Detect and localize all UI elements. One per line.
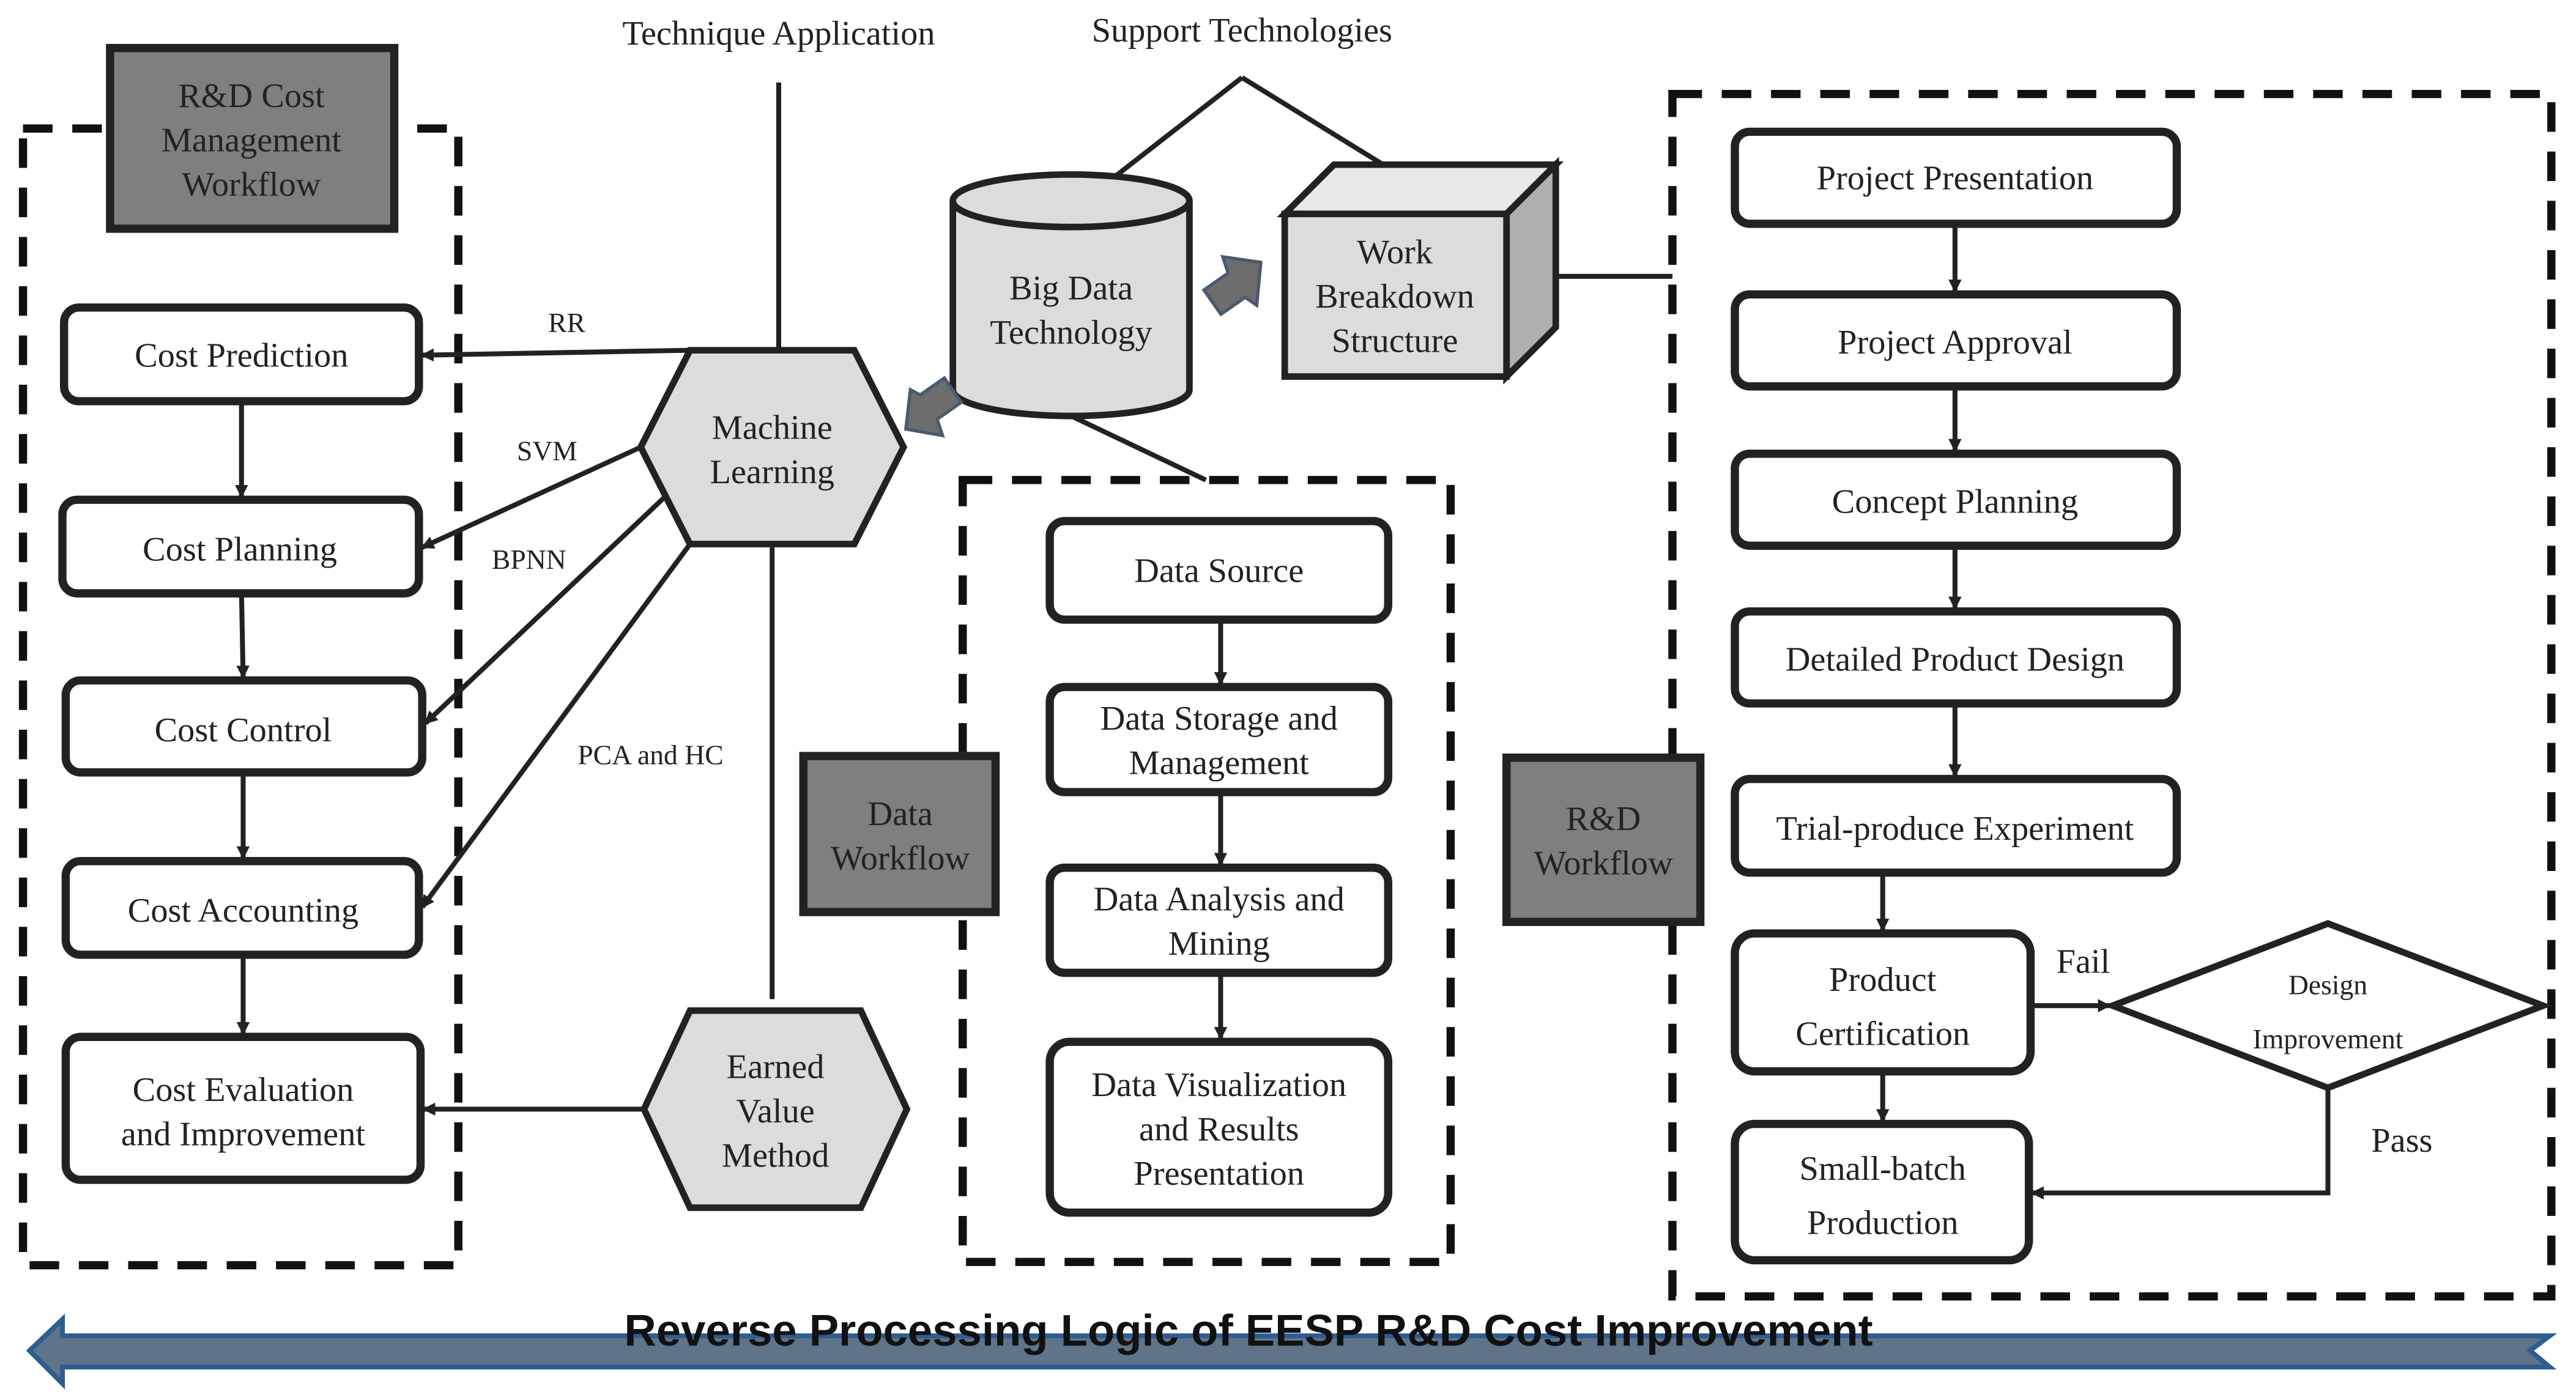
product-certification-label: Certification: [1795, 1015, 1970, 1053]
cost-accounting-label: Cost Accounting: [128, 892, 358, 930]
rr-label: RR: [548, 307, 585, 338]
rd-workflow-border: [1668, 89, 2556, 1301]
big-data-cylinder-top: [949, 171, 1193, 231]
rd-workflow-title-line: R&D: [1566, 800, 1641, 838]
cost-planning-box: [58, 495, 423, 598]
wbs-to-bigdata-arrow: [1201, 254, 1263, 317]
wbs-cube-front: [1281, 210, 1510, 380]
data-visualization-label: Presentation: [1134, 1155, 1304, 1193]
data-storage-label: Management: [1129, 744, 1310, 782]
data-workflow-panel: Data Workflow Data Source Data Storage a…: [799, 476, 1455, 1266]
support-technologies-group: Big Data Technology Work Breakdown Struc…: [904, 75, 1672, 483]
design-improvement-label: Improvement: [2253, 1023, 2403, 1054]
rr-arrow: [420, 347, 691, 362]
project-approval-label: Project Approval: [1838, 324, 2073, 361]
technique-application-label: Technique Application: [622, 15, 935, 53]
big-data-label: Technology: [990, 314, 1152, 352]
trial-produce-box: [1731, 774, 2181, 877]
design-improvement-diamond: [2103, 920, 2553, 1092]
cost-workflow-title-line: R&D Cost: [178, 77, 325, 115]
bpnn-label: BPNN: [492, 544, 566, 575]
data-visualization-label: and Results: [1139, 1110, 1299, 1148]
design-improvement-label: Design: [2288, 969, 2367, 1000]
data-analysis-label: Data Analysis and: [1094, 880, 1345, 918]
detailed-design-label: Detailed Product Design: [1786, 640, 2125, 678]
machine-learning-hexagon: [637, 347, 908, 547]
flow-arrow: [236, 593, 250, 679]
concept-planning-label: Concept Planning: [1832, 483, 2078, 521]
data-workflow-title-line: Data: [867, 795, 932, 833]
pass-arrow: [2030, 1088, 2331, 1200]
data-analysis-label: Mining: [1168, 925, 1270, 963]
reverse-logic-arrow-shape: [26, 1313, 2558, 1390]
pca-hc-arrow: [420, 543, 692, 909]
project-presentation-label: Project Presentation: [1817, 159, 2093, 197]
cost-workflow-title-line: Workflow: [182, 166, 321, 204]
data-visualization-label: Data Visualization: [1091, 1066, 1346, 1104]
rd-workflow-panel: R&D Workflow Project Presentation Projec…: [1502, 89, 2556, 1301]
wbs-label: Breakdown: [1315, 278, 1474, 316]
earned-value-label: Earned: [727, 1048, 825, 1086]
cost-evaluation-label: and Improvement: [121, 1115, 366, 1153]
fail-label: Fail: [2056, 943, 2110, 980]
bigdata-to-ml-arrow: [904, 376, 964, 438]
reverse-logic-label: Reverse Processing Logic of EESP R&D Cos…: [624, 1306, 1873, 1355]
cost-control-label: Cost Control: [155, 711, 332, 749]
cost-prediction-label: Cost Prediction: [135, 337, 348, 375]
bigdata-data-connector: [1070, 413, 1207, 483]
small-batch-box: [1731, 1119, 2033, 1265]
small-batch-label: Small-batch: [1799, 1150, 1965, 1188]
big-data-label: Big Data: [1009, 269, 1133, 307]
product-certification-label: Product: [1829, 961, 1937, 999]
wbs-label: Work: [1357, 233, 1433, 271]
wbs-label: Structure: [1332, 322, 1458, 360]
earned-value-hexagon: [640, 1007, 911, 1211]
big-data-cylinder: [949, 201, 1193, 420]
pass-label: Pass: [2371, 1122, 2432, 1160]
svm-arrow: [420, 445, 642, 550]
cost-workflow-panel: R&D Cost Management Workflow Cost Predic…: [18, 43, 462, 1270]
svm-label: SVM: [517, 435, 577, 467]
machine-learning-label: Machine: [712, 409, 833, 447]
data-workflow-title-box: [799, 752, 1000, 916]
pca-hc-label: PCA and HC: [577, 739, 723, 770]
trial-produce-label: Trial-produce Experiment: [1776, 810, 2134, 848]
rd-workflow-title-box: [1502, 753, 1705, 926]
cost-planning-label: Cost Planning: [143, 530, 337, 568]
data-source-label: Data Source: [1134, 552, 1304, 590]
data-storage-label: Data Storage and: [1101, 700, 1338, 738]
data-workflow-title-line: Workflow: [831, 839, 970, 877]
support-technologies-label: Support Technologies: [1092, 12, 1392, 50]
cost-evaluation-label: Cost Evaluation: [133, 1071, 354, 1109]
cost-workflow-title-line: Management: [161, 122, 342, 160]
data-visualization-box: [1045, 1037, 1393, 1217]
earned-value-label: Method: [722, 1136, 829, 1174]
technique-application-group: Machine Learning Earned Value Method RR …: [420, 82, 911, 1211]
cost-evaluation-box: [61, 1032, 425, 1184]
bpnn-arrow: [423, 494, 667, 725]
rd-workflow-title-line: Workflow: [1534, 844, 1673, 882]
machine-learning-label: Learning: [710, 453, 834, 491]
reverse-logic-arrow: Reverse Processing Logic of EESP R&D Cos…: [26, 1306, 2558, 1390]
earned-value-label: Value: [736, 1092, 814, 1130]
cost-workflow-title-box: [106, 43, 399, 233]
small-batch-label: Production: [1807, 1204, 1958, 1242]
